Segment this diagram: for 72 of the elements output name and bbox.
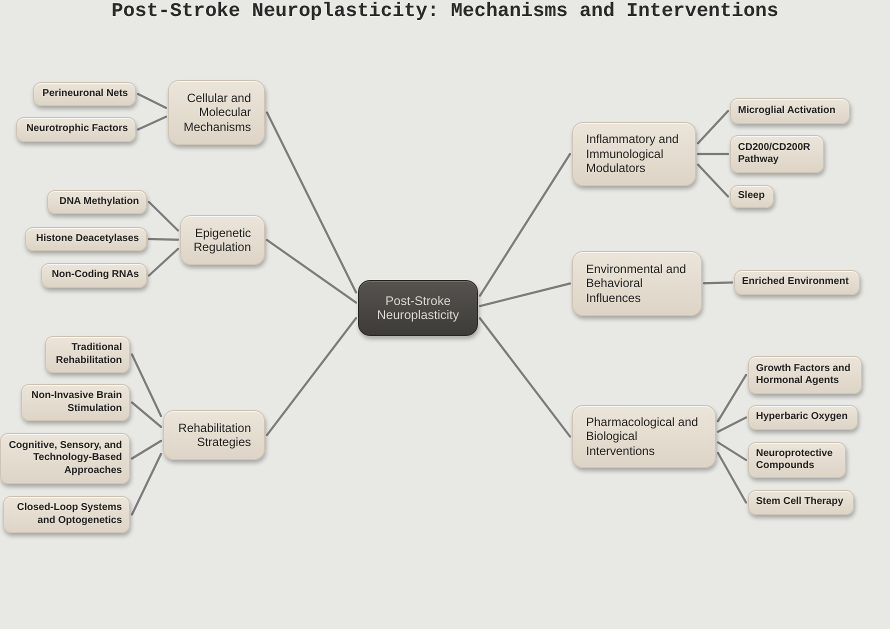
branch-box: [163, 410, 265, 460]
connector-line: [478, 317, 572, 438]
connector-line: [478, 152, 572, 297]
connector-line: [148, 200, 180, 232]
connector-line: [696, 164, 730, 198]
branch-label: Epigenetic Regulation: [194, 226, 251, 254]
leaf-label: Hyperbaric Oxygen: [756, 411, 848, 424]
leaf-box: [33, 82, 136, 106]
branch-label: Inflammatory and Immunological Modulators: [586, 132, 680, 176]
branch-box: [180, 215, 265, 265]
leaf-label: Cognitive, Sensory, and Technology-Based Approaches: [8, 440, 122, 478]
leaf-box: [16, 117, 136, 142]
branch-box: [572, 251, 702, 316]
branch-label: Cellular and Molecular Mechanisms: [182, 90, 251, 134]
connector-line: [716, 374, 748, 422]
leaf-label: Stem Cell Therapy: [756, 496, 844, 509]
leaf-box: [47, 190, 147, 214]
leaf-box: [3, 496, 130, 533]
branch-label: Pharmacological and Biological Interventions: [586, 414, 700, 458]
branch-box: [572, 405, 716, 468]
leaf-label: Non-Invasive Brain Stimulation: [30, 390, 122, 415]
connector-line: [716, 416, 748, 433]
central-topic-box: [358, 280, 478, 336]
connector-line: [702, 281, 734, 284]
leaf-label: DNA Methylation: [59, 196, 139, 208]
leaf-box: [0, 433, 130, 484]
leaf-box: [45, 336, 130, 373]
leaf-box: [730, 98, 850, 124]
leaf-label: Traditional Rehabilitation: [54, 342, 122, 367]
connector-line: [266, 317, 358, 436]
leaf-box: [730, 185, 774, 208]
leaf-box: [748, 442, 846, 478]
central-topic-label: Post-Stroke Neuroplasticity: [376, 294, 460, 322]
connector-line: [130, 440, 162, 460]
leaf-box: [41, 263, 147, 288]
connector-line: [148, 238, 180, 241]
branch-box: [572, 122, 696, 186]
leaf-label: Histone Deacetylases: [36, 232, 139, 246]
connector-line: [266, 238, 358, 304]
leaf-box: [21, 384, 130, 421]
connector-line: [266, 111, 358, 294]
leaf-box: [748, 490, 854, 515]
branch-label: Environmental and Behavioral Influences: [586, 262, 688, 306]
leaf-box: [730, 135, 824, 173]
leaf-label: Microglial Activation: [738, 104, 836, 118]
leaf-label: Closed-Loop Systems and Optogenetics: [16, 502, 122, 527]
leaf-label: Non-Coding RNAs: [52, 269, 139, 282]
leaf-box: [25, 227, 147, 251]
connector-line: [716, 452, 748, 504]
connector-line: [130, 401, 162, 428]
leaf-label: CD200/CD200R Pathway: [738, 142, 812, 166]
leaf-label: Enriched Environment: [742, 276, 849, 289]
leaf-label: Perineuronal Nets: [42, 88, 128, 100]
connector-line: [696, 110, 730, 144]
leaf-box: [748, 405, 858, 430]
leaf-label: Neuroprotective Compounds: [756, 448, 834, 472]
leaf-box: [734, 270, 860, 295]
leaf-label: Sleep: [738, 190, 765, 203]
connector-line: [478, 282, 572, 308]
leaf-label: Neurotrophic Factors: [26, 123, 128, 136]
connector-line: [716, 441, 748, 462]
diagram-title: Post-Stroke Neuroplasticity: Mechanisms and Interventions: [111, 0, 778, 22]
branch-box: [168, 80, 265, 145]
connector-line: [130, 353, 162, 418]
connector-line: [136, 116, 168, 131]
connector-line: [148, 248, 180, 277]
connector-line: [136, 92, 168, 109]
leaf-label: Growth Factors and Hormonal Agents: [756, 362, 852, 388]
leaf-box: [748, 356, 862, 394]
connector-line: [130, 452, 162, 516]
branch-label: Rehabilitation Strategies: [177, 420, 251, 450]
connector-line: [696, 152, 730, 156]
